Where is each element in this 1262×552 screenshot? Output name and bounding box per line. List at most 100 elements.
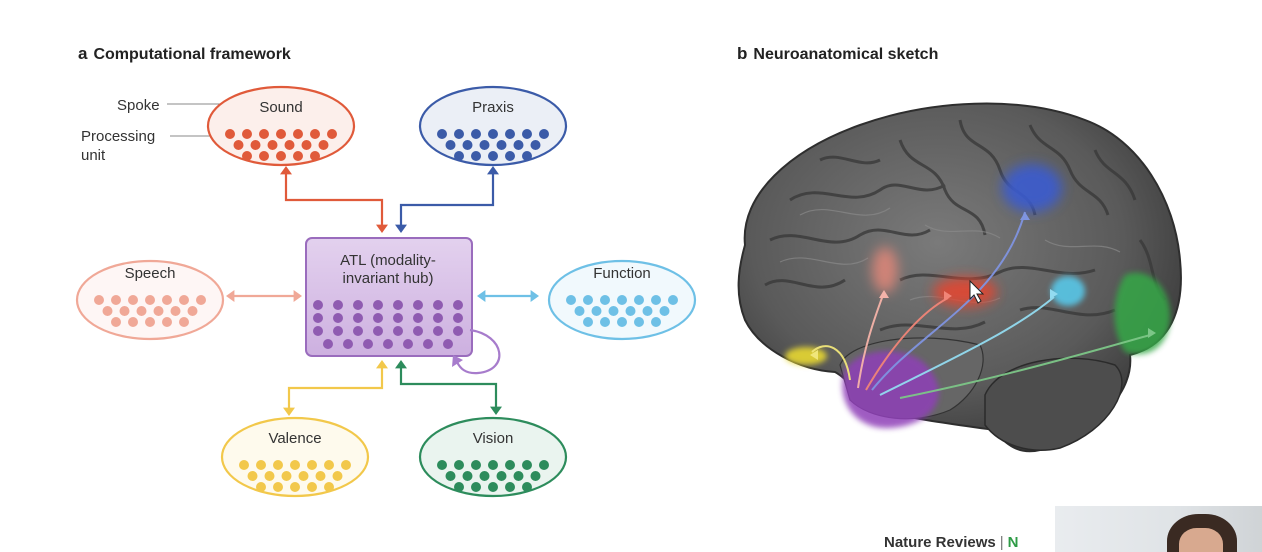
vision-spoke: Vision: [418, 416, 568, 498]
valence-processing-unit: [324, 460, 334, 470]
speech-processing-unit: [145, 295, 155, 305]
sound-processing-unit: [310, 129, 320, 139]
speech-processing-unit: [145, 317, 155, 327]
speech-processing-unit: [187, 306, 198, 316]
speech-spoke: Speech: [75, 259, 225, 341]
praxis-processing-unit: [471, 129, 481, 139]
valence-processing-unit: [290, 482, 300, 492]
praxis-spoke-arrowhead: [487, 166, 499, 175]
vision-processing-unit: [522, 460, 532, 470]
vision-processing-unit: [445, 471, 456, 481]
valence-processing-unit: [256, 460, 266, 470]
hub-to-region-arrows: [810, 211, 1156, 399]
hub-processing-unit: [393, 300, 403, 310]
vision-processing-unit: [530, 471, 541, 481]
journal-credit: Nature Reviews|N: [884, 534, 1018, 551]
praxis-processing-unit: [530, 140, 541, 150]
hub-processing-unit: [453, 300, 463, 310]
function-processing-unit: [642, 306, 653, 316]
hub-label-line1: ATL (modality-: [340, 252, 436, 269]
praxis-processing-unit: [488, 129, 498, 139]
function-processing-unit: [583, 317, 593, 327]
vision-processing-unit: [454, 482, 464, 492]
hub-processing-unit: [363, 339, 373, 349]
valence-processing-unit: [315, 471, 326, 481]
function-processing-unit: [659, 306, 670, 316]
hub-self-loop-arrowhead: [452, 355, 463, 367]
praxis-processing-unit: [505, 151, 515, 161]
vision-processing-unit: [539, 460, 549, 470]
processing-unit-annotation: Spoke Processing unit: [81, 97, 224, 164]
hub-label-line2: invariant hub): [343, 270, 434, 287]
speech-processing-unit: [111, 317, 121, 327]
journal-separator: |: [999, 534, 1004, 551]
valence-processing-unit: [307, 460, 317, 470]
praxis-processing-unit: [522, 151, 532, 161]
speech-region-pathway: [857, 291, 885, 389]
webcam-overlay: [1055, 506, 1262, 552]
function-processing-unit: [668, 295, 678, 305]
sound-spoke-label: Sound: [259, 99, 302, 116]
function-spoke-label: Function: [593, 265, 651, 282]
hub-processing-unit: [413, 313, 423, 323]
praxis-processing-unit: [479, 140, 490, 150]
connection-arrows: [226, 166, 539, 416]
vision-spoke-arrowhead: [490, 406, 502, 415]
sound-region-pathway: [865, 297, 949, 391]
function-processing-unit: [591, 306, 602, 316]
hub-processing-unit: [443, 339, 453, 349]
vision-region-pathway-arrowhead: [1148, 328, 1156, 338]
praxis-processing-unit: [496, 140, 507, 150]
valence-region: [785, 347, 827, 365]
hub-processing-unit: [393, 313, 403, 323]
speech-processing-unit: [119, 306, 130, 316]
sound-processing-unit: [310, 151, 320, 161]
hub-processing-unit: [323, 339, 333, 349]
hub-processing-unit: [393, 326, 403, 336]
valence-processing-unit: [247, 471, 258, 481]
function-processing-unit: [600, 295, 610, 305]
praxis-processing-unit: [539, 129, 549, 139]
function-region-pathway: [879, 296, 1055, 396]
sound-processing-unit: [301, 140, 312, 150]
hub-processing-units: [313, 300, 463, 349]
speech-processing-unit: [102, 306, 113, 316]
vision-processing-unit: [522, 482, 532, 492]
hub-processing-unit: [413, 326, 423, 336]
praxis-processing-unit: [471, 151, 481, 161]
sound-processing-unit: [318, 140, 329, 150]
hub-processing-unit: [433, 300, 443, 310]
sound-hub-arrowhead: [376, 224, 388, 233]
function-spoke-arrowhead: [530, 290, 539, 302]
journal-name-cut: N: [1007, 534, 1019, 551]
praxis-spoke-outline: [418, 85, 568, 167]
atl-hub: ATL (modality- invariant hub): [305, 237, 473, 357]
praxis-processing-unit: [513, 140, 524, 150]
function-region-pathway-arrowhead: [1050, 289, 1058, 299]
sound-processing-unit: [276, 129, 286, 139]
mouse-cursor: [969, 279, 985, 304]
valence-processing-unit: [341, 460, 351, 470]
speech-processing-unit: [179, 317, 189, 327]
vision-processing-unit: [513, 471, 524, 481]
vision-processing-unit: [471, 482, 481, 492]
hub-processing-unit: [373, 326, 383, 336]
sound-processing-unit: [267, 140, 278, 150]
hub-processing-unit: [333, 313, 343, 323]
hub-processing-unit: [433, 326, 443, 336]
valence-hub-arrow: [287, 366, 384, 410]
praxis-processing-unit: [505, 129, 515, 139]
speech-processing-unit: [153, 306, 164, 316]
valence-processing-unit: [307, 482, 317, 492]
praxis-region-pathway: [871, 211, 1026, 391]
speech-processing-unit: [162, 295, 172, 305]
function-processing-unit: [634, 317, 644, 327]
praxis-spoke-label: Praxis: [472, 99, 514, 116]
valence-processing-unit: [273, 460, 283, 470]
vision-processing-unit: [471, 460, 481, 470]
vision-processing-unit: [437, 460, 447, 470]
hub-processing-unit: [353, 313, 363, 323]
sound-processing-unit: [225, 129, 235, 139]
